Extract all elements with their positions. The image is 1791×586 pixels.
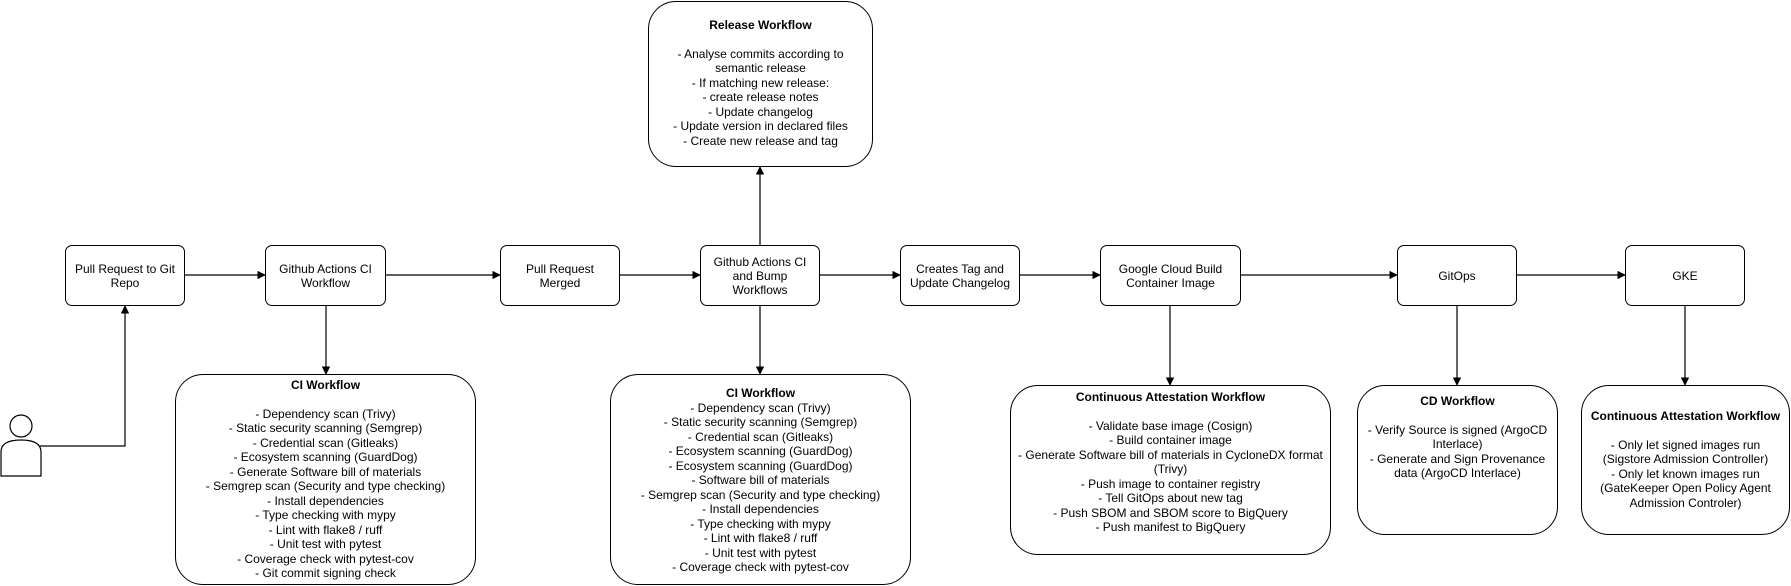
- attestation-workflow-2-title: Continuous Attestation Workflow: [1590, 409, 1781, 423]
- attestation-workflow-1-item: - Build container image: [1109, 433, 1232, 447]
- ci-workflow-2-item: - Semgrep scan (Security and type checki…: [640, 487, 881, 502]
- ci-workflow-2-item: - Lint with flake8 / ruff: [703, 531, 818, 545]
- user-icon: [0, 414, 42, 477]
- attestation-workflow-1-item: - Push image to container registry: [1080, 476, 1261, 491]
- ci-workflow-2-item: - Software bill of materials: [691, 473, 830, 487]
- ci-workflow-2-item: - Type checking with mypy: [690, 516, 831, 531]
- attestation-workflow-1-item: - Validate base image (Cosign): [1088, 418, 1253, 433]
- ci-workflow-1-item: - Generate Software bill of materials: [229, 464, 422, 479]
- cd-workflow-list: - Verify Source is signed (ArgoCD Interl…: [1366, 423, 1549, 481]
- attestation-workflow-2-item: - Only let known images run (GateKeeper …: [1600, 466, 1771, 510]
- cd-workflow-item: - Verify Source is signed (ArgoCD Interl…: [1367, 422, 1548, 452]
- ci-workflow-1-item: - Ecosystem scanning (GuardDog): [233, 450, 418, 464]
- attestation-workflow-1-item: - Tell GitOps about new tag: [1098, 491, 1243, 505]
- ci-workflow-2-item: - Credential scan (Gitleaks): [687, 429, 834, 444]
- edge-user-to-pull-request: [40, 305, 130, 447]
- pull-request-node: Pull Request to Git Repo: [65, 245, 185, 306]
- release-workflow-item: - create release notes: [702, 90, 819, 104]
- ci-bump-node: Github Actions CI and Bump Workflows: [700, 245, 820, 306]
- pr-merged-label: Pull Request Merged: [525, 261, 595, 290]
- release-workflow-item: - Update changelog: [708, 104, 813, 119]
- ci-workflow-label: Github Actions CI Workflow: [279, 261, 372, 290]
- ci-workflow-2-item: - Unit test with pytest: [704, 545, 817, 560]
- gke-node: GKE: [1625, 245, 1745, 306]
- release-workflow-item: - Update version in declared files: [673, 119, 848, 133]
- release-workflow-item: - Analyse commits according to semantic …: [677, 46, 844, 76]
- gitops-label: GitOps: [1438, 268, 1476, 283]
- attestation-workflow-2-box: Continuous Attestation Workflow - Only l…: [1581, 385, 1790, 535]
- ci-workflow-node: Github Actions CI Workflow: [265, 245, 386, 306]
- release-workflow-item: - Create new release and tag: [683, 133, 838, 148]
- attestation-workflow-1-item: - Push manifest to BigQuery: [1095, 520, 1246, 534]
- ci-workflow-2-item: - Ecosystem scanning (GuardDog): [668, 458, 853, 473]
- ci-workflow-2-item: - Dependency scan (Trivy): [690, 400, 831, 415]
- ci-workflow-1-item: - Unit test with pytest: [269, 537, 382, 551]
- release-workflow-item: - If matching new release:: [691, 75, 830, 90]
- ci-workflow-1-item: - Semgrep scan (Security and type checki…: [205, 479, 446, 493]
- cd-workflow-item: - Generate and Sign Provenance data (Arg…: [1369, 451, 1546, 481]
- release-workflow-box: Release Workflow - Analyse commits accor…: [648, 1, 873, 167]
- cd-workflow-box: CD Workflow - Verify Source is signed (A…: [1357, 385, 1558, 535]
- attestation-workflow-1-item: - Generate Software bill of materials in…: [1018, 447, 1323, 477]
- ci-workflow-1-item: - Install dependencies: [267, 493, 384, 508]
- ci-workflow-1-item: - Type checking with mypy: [255, 508, 396, 522]
- attestation-workflow-1-title: Continuous Attestation Workflow: [1075, 390, 1266, 404]
- attestation-workflow-1-list: - Validate base image (Cosign) - Build c…: [1017, 419, 1324, 535]
- ci-workflow-1-item: - Static security scanning (Semgrep): [228, 421, 423, 435]
- ci-workflow-2-list: - Dependency scan (Trivy) - Static secur…: [641, 401, 880, 575]
- release-workflow-list: - Analyse commits according to semantic …: [653, 47, 868, 149]
- ci-workflow-2-title: CI Workflow: [725, 386, 796, 400]
- ci-workflow-1-title: CI Workflow: [290, 378, 361, 392]
- tag-changelog-label: Creates Tag and Update Changelog: [909, 261, 1011, 290]
- gke-label: GKE: [1672, 268, 1698, 283]
- ci-workflow-2-item: - Coverage check with pytest-cov: [672, 560, 849, 574]
- ci-workflow-2-box: CI Workflow - Dependency scan (Trivy) - …: [610, 374, 911, 585]
- ci-workflow-1-item: - Coverage check with pytest-cov: [237, 551, 414, 566]
- cloud-build-label: Google Cloud Build Container Image: [1118, 261, 1223, 290]
- ci-bump-label: Github Actions CI and Bump Workflows: [713, 254, 807, 297]
- ci-workflow-1-item: - Lint with flake8 / ruff: [268, 522, 383, 537]
- tag-changelog-node: Creates Tag and Update Changelog: [900, 245, 1020, 306]
- release-workflow-title: Release Workflow: [709, 18, 812, 32]
- cd-workflow-title: CD Workflow: [1420, 394, 1495, 408]
- gitops-node: GitOps: [1397, 245, 1517, 306]
- attestation-workflow-1-item: - Push SBOM and SBOM score to BigQuery: [1053, 505, 1288, 520]
- attestation-workflow-2-item: - Only let signed images run (Sigstore A…: [1602, 437, 1769, 467]
- ci-workflow-2-item: - Static security scanning (Semgrep): [663, 415, 858, 429]
- ci-workflow-1-box: CI Workflow - Dependency scan (Trivy) - …: [175, 374, 476, 585]
- ci-workflow-2-item: - Ecosystem scanning (GuardDog): [668, 444, 853, 458]
- pull-request-label: Pull Request to Git Repo: [74, 261, 176, 290]
- pr-merged-node: Pull Request Merged: [500, 245, 620, 306]
- ci-workflow-1-item: - Git commit signing check: [255, 566, 396, 580]
- attestation-workflow-2-list: - Only let signed images run (Sigstore A…: [1590, 438, 1781, 511]
- ci-workflow-1-list: - Dependency scan (Trivy) - Static secur…: [206, 407, 445, 581]
- ci-workflow-2-item: - Install dependencies: [702, 502, 819, 516]
- ci-workflow-1-item: - Credential scan (Gitleaks): [252, 435, 399, 450]
- attestation-workflow-1-box: Continuous Attestation Workflow - Valida…: [1010, 385, 1331, 555]
- cloud-build-node: Google Cloud Build Container Image: [1100, 245, 1241, 306]
- ci-workflow-1-item: - Dependency scan (Trivy): [255, 406, 396, 421]
